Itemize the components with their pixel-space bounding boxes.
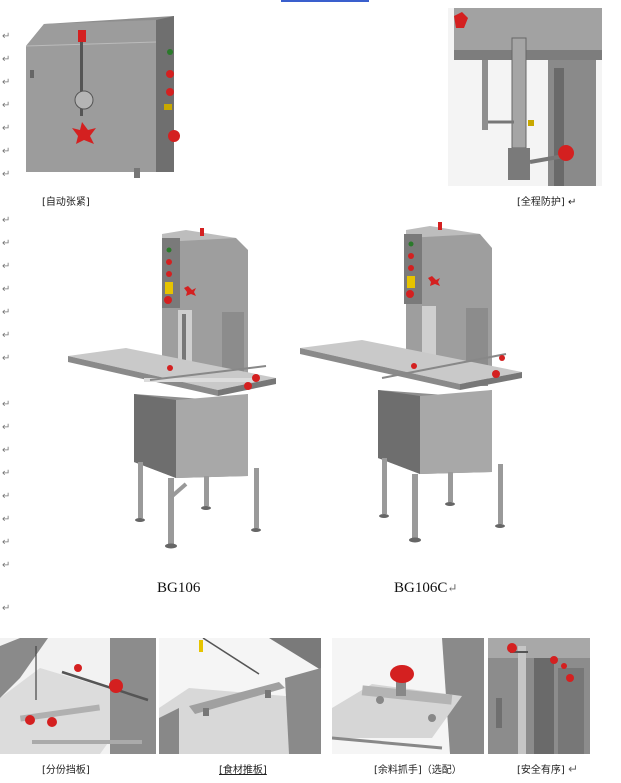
return-mark: ↵ [2, 169, 11, 180]
return-mark: ↵ [2, 284, 11, 295]
safety-caption: [安全有序] ↵ [517, 761, 578, 776]
return-mark: ↵ [2, 261, 11, 272]
model-bg106c-label: BG106C↵ [394, 580, 457, 597]
model-bg106-label: BG106 [157, 580, 201, 596]
return-mark: ↵ [2, 215, 11, 226]
top-link-underline [281, 0, 369, 2]
return-mark: ↵ [2, 603, 11, 614]
auto-tension-figure [25, 16, 180, 178]
return-mark: ↵ [568, 197, 577, 208]
safety-caption-text: [安全有序] [517, 765, 565, 776]
return-mark: ↵ [2, 307, 11, 318]
return-mark: ↵ [2, 54, 11, 65]
return-mark: ↵ [2, 468, 11, 479]
remainder-grip-figure [332, 638, 484, 754]
food-pusher-caption-text: [食材推板] [219, 765, 267, 776]
return-mark: ↵ [2, 422, 11, 433]
return-mark: ↵ [2, 330, 11, 341]
return-mark: ↵ [447, 581, 458, 595]
food-pusher-figure [159, 638, 321, 754]
bg106-machine-figure [68, 228, 276, 549]
return-mark: ↵ [2, 445, 11, 456]
return-mark: ↵ [2, 491, 11, 502]
portion-baffle-caption: [分份挡板] [42, 765, 90, 776]
model-bg106c-text: BG106C [394, 580, 448, 596]
food-pusher-caption: [食材推板] [219, 761, 267, 776]
return-mark: ↵ [2, 399, 11, 410]
full-guard-caption: [全程防护] ↵ [517, 193, 576, 208]
full-guard-figure [448, 8, 602, 186]
return-mark: ↵ [2, 514, 11, 525]
portion-baffle-figure [0, 638, 156, 754]
return-mark: ↵ [2, 146, 11, 157]
return-mark: ↵ [2, 537, 11, 548]
return-mark: ↵ [2, 238, 11, 249]
return-mark: ↵ [2, 353, 11, 364]
return-mark: ↵ [2, 100, 11, 111]
remainder-grip-caption: [余料抓手]（选配） [374, 765, 462, 776]
return-mark: ↵ [2, 123, 11, 134]
full-guard-caption-text: [全程防护] [517, 197, 565, 208]
return-mark: ↵ [2, 77, 11, 88]
bg106c-machine-figure [300, 222, 522, 543]
safety-figure [488, 638, 590, 754]
return-mark: ↵ [2, 560, 11, 571]
return-mark: ↵ [568, 762, 579, 776]
auto-tension-caption: [自动张紧] [42, 197, 90, 208]
return-mark: ↵ [2, 31, 11, 42]
